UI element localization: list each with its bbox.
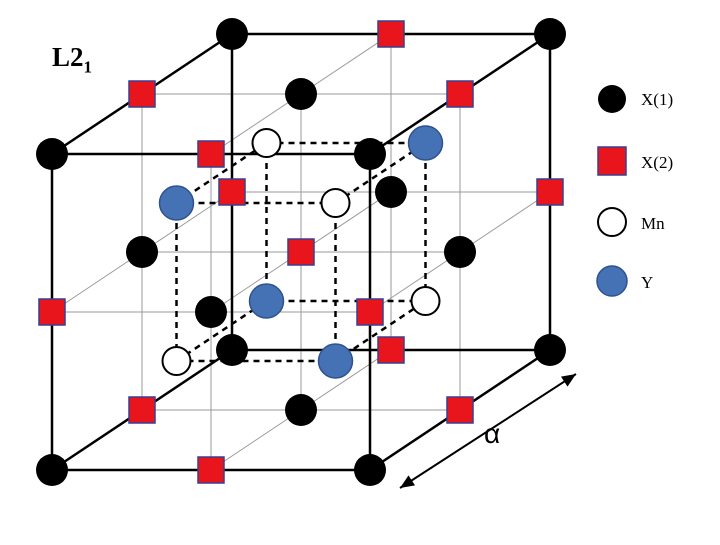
atom-x2 [197,456,225,484]
legend-label-mn: Mn [641,214,665,233]
atom-x1 [534,334,566,366]
inner-cube-edge [175,141,268,205]
inner-cube-edge [334,299,427,363]
legend-marker-y [596,265,628,297]
atom-x2 [128,396,156,424]
inner-cube-edge [175,299,268,363]
atom-x1 [285,394,317,426]
atom-x1 [354,138,386,170]
atom-x1 [354,454,386,486]
lattice-parameter-label: α [484,418,501,449]
atom-x2 [197,140,225,168]
lattice-arrow-head [400,475,416,488]
structure-title: L21 [52,42,93,77]
atom-mn [251,128,282,158]
atom-x2 [356,298,384,326]
legend-label-x2: X(2) [641,153,674,172]
atom-x2 [536,178,564,206]
atom-x2 [287,238,315,266]
atom-x1 [36,138,68,170]
atom-x2 [446,396,474,424]
legend-marker-x1 [598,85,626,113]
atom-x1 [216,18,248,50]
atom-x1 [195,296,227,328]
atom-x1 [126,236,158,268]
atom-x1 [285,78,317,110]
atom-x2 [446,80,474,108]
atom-x1 [375,176,407,208]
atom-mn [320,188,351,218]
atom-x1 [36,454,68,486]
lattice-arrow-head [560,374,576,387]
atom-x1 [534,18,566,50]
atom-x1 [444,236,476,268]
inner-cube-edge [334,141,427,205]
atom-y [248,283,285,319]
legend-label-y: Y [641,273,654,292]
legend-marker-mn [597,207,627,237]
atom-x2 [128,80,156,108]
atom-x1 [216,334,248,366]
atom-y [158,185,195,221]
legend-label-x1: X(1) [641,90,674,109]
atom-mn [410,286,441,316]
lattice-arrow-shaft [399,373,577,489]
atom-x2 [38,298,66,326]
legend-marker-x2 [597,146,627,176]
atom-mn [161,346,192,376]
atom-y [317,343,354,379]
atom-x2 [377,336,405,364]
atom-x2 [218,178,246,206]
atom-x2 [377,20,405,48]
atom-y [407,125,444,161]
